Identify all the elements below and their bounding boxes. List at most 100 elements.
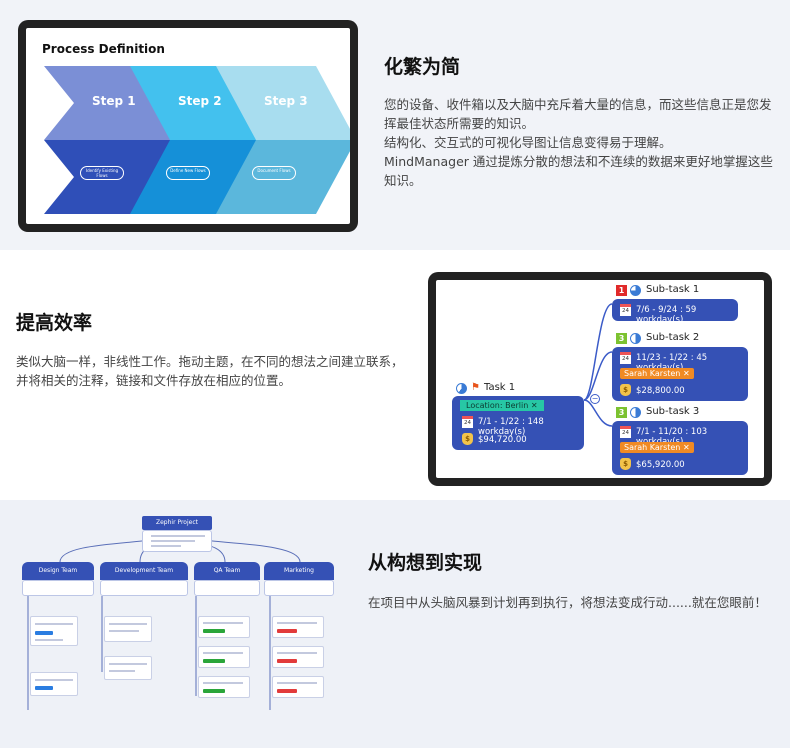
task-connectors [583,303,613,427]
calendar-icon: 24 [620,352,631,364]
close-icon[interactable]: ✕ [530,401,538,410]
task-1-dates: 7/1 - 1/22 : 148 workday(s) [478,417,544,437]
calendar-icon: 24 [462,416,473,428]
task-1-box[interactable]: Location: Berlin ✕ 24 7/1 - 1/22 : 148 w… [452,396,584,450]
efficiency-line-1: 类似大脑一样，非线性工作。拖动主题，在不同的想法之间建立联系， [16,354,404,369]
mini-line [151,545,181,547]
mini-line [277,622,317,624]
step-2-pill[interactable]: Define New Flows [166,166,210,180]
team-design-card [22,580,94,596]
section-efficiency: 提高效率 类似大脑一样，非线性工作。拖动主题，在不同的想法之间建立联系， 并将相… [0,250,790,500]
location-label: Location: Berlin [466,401,529,410]
close-icon[interactable]: ✕ [682,443,690,452]
efficiency-heading: 提高效率 [16,312,93,334]
mini-tag [203,689,225,693]
flag-icon: ⚑ [471,382,480,393]
team-development-card [100,580,188,596]
subtask-3-box[interactable]: 24 7/1 - 11/20 : 103 workday(s) Sarah Ka… [612,421,748,475]
qa-task-card[interactable] [198,646,250,668]
mini-line [203,652,243,654]
mini-line [203,682,243,684]
marketing-task-card[interactable] [272,616,324,638]
task-1-title[interactable]: Task 1 [484,382,516,393]
calendar-icon: 24 [620,426,631,438]
team-qa-label: QA Team [213,567,241,574]
mini-line [203,622,243,624]
team-marketing-label: Marketing [284,567,314,574]
simplify-line-4: MindManager 通过提炼分散的想法和不连续的数据来更好地掌握这些 [384,154,773,169]
subtask-3-cost: $65,920.00 [636,460,685,470]
section-simplify: Process Definition Step 1 Step 2 Step 3 … [0,0,790,250]
subtask-3-title[interactable]: Sub-task 3 [646,406,700,417]
dev-task-card[interactable] [104,656,152,680]
design-task-card[interactable] [30,672,78,696]
simplify-text: 您的设备、收件箱以及大脑中充斥着大量的信息，而这些信息正是您发 挥最佳状态所需要… [384,95,784,190]
mini-line [151,540,195,542]
team-qa[interactable]: QA Team [194,562,260,580]
close-icon[interactable]: ✕ [682,369,690,378]
mini-line [109,623,147,625]
team-design[interactable]: Design Team [22,562,94,580]
task-map-screen: ⚑ Task 1 Location: Berlin ✕ 24 7/1 - 1/2… [436,280,764,478]
collapse-toggle[interactable]: − [590,394,600,404]
money-bag-icon: $ [462,433,473,445]
tablet-frame: ⚑ Task 1 Location: Berlin ✕ 24 7/1 - 1/2… [428,272,772,486]
mini-line [35,679,73,681]
section-idea-to-reality: Zephir Project Design Team Development T… [0,500,790,748]
subtask-1-title[interactable]: Sub-task 1 [646,284,700,295]
subtask-2-cost: $28,800.00 [636,386,685,396]
process-title: Process Definition [42,42,165,56]
project-map: Zephir Project Design Team Development T… [0,500,350,748]
root-node-card[interactable] [142,530,212,552]
subtask-1-box[interactable]: 24 7/6 - 9/24 : 59 workday(s) [612,299,738,325]
mini-tag [203,629,225,633]
progress-icon [630,407,641,418]
team-development[interactable]: Development Team [100,562,188,580]
mini-line [109,670,135,672]
resource-tag[interactable]: Sarah Karsten ✕ [620,442,694,453]
subtask-2-box[interactable]: 24 11/23 - 1/22 : 45 workday(s) Sarah Ka… [612,347,748,401]
calendar-icon: 24 [620,304,631,316]
mini-line [109,663,147,665]
resource-tag[interactable]: Sarah Karsten ✕ [620,368,694,379]
simplify-line-1: 您的设备、收件箱以及大脑中充斥着大量的信息，而这些信息正是您发 [384,97,772,112]
simplify-line-3: 结构化、交互式的可视化导图让信息变得易于理解。 [384,135,672,150]
progress-icon [630,333,641,344]
step-3-label: Step 3 [264,94,308,108]
team-development-label: Development Team [114,567,174,574]
mini-tag [277,659,297,663]
team-marketing[interactable]: Marketing [264,562,334,580]
money-bag-icon: $ [620,458,631,470]
step3-chevron-bottom [216,140,350,214]
efficiency-line-2: 并将相关的注释，链接和文件存放在相应的位置。 [16,373,292,388]
process-definition-screen: Process Definition Step 1 Step 2 Step 3 … [26,28,350,224]
design-task-card[interactable] [30,616,78,646]
mini-line [277,652,317,654]
location-tag[interactable]: Location: Berlin ✕ [460,400,544,411]
efficiency-text: 类似大脑一样，非线性工作。拖动主题，在不同的想法之间建立联系， 并将相关的注释，… [16,352,416,390]
qa-task-card[interactable] [198,616,250,638]
team-marketing-card [264,580,334,596]
dev-task-card[interactable] [104,616,152,642]
subtask-2-title[interactable]: Sub-task 2 [646,332,700,343]
root-node-title[interactable]: Zephir Project [142,516,212,530]
marketing-task-card[interactable] [272,676,324,698]
step-3-pill[interactable]: Document Flows [252,166,296,180]
resource-label: Sarah Karsten [624,369,681,378]
step-1-pill[interactable]: Identify Existing Flows [80,166,124,180]
process-chevrons [44,66,350,214]
mini-line [35,639,63,641]
mini-line [277,682,317,684]
money-bag-icon: $ [620,384,631,396]
mini-line [151,535,205,537]
simplify-line-2: 挥最佳状态所需要的知识。 [384,116,535,131]
mini-tag [277,629,297,633]
progress-icon [630,285,641,296]
step-2-label: Step 2 [178,94,222,108]
marketing-task-card[interactable] [272,646,324,668]
task-1-cost: $94,720.00 [478,435,527,445]
idea-heading: 从构想到实现 [368,552,483,574]
simplify-line-5: 知识。 [384,173,422,188]
qa-task-card[interactable] [198,676,250,698]
subtask-1-dates: 7/6 - 9/24 : 59 workday(s) [636,305,697,325]
